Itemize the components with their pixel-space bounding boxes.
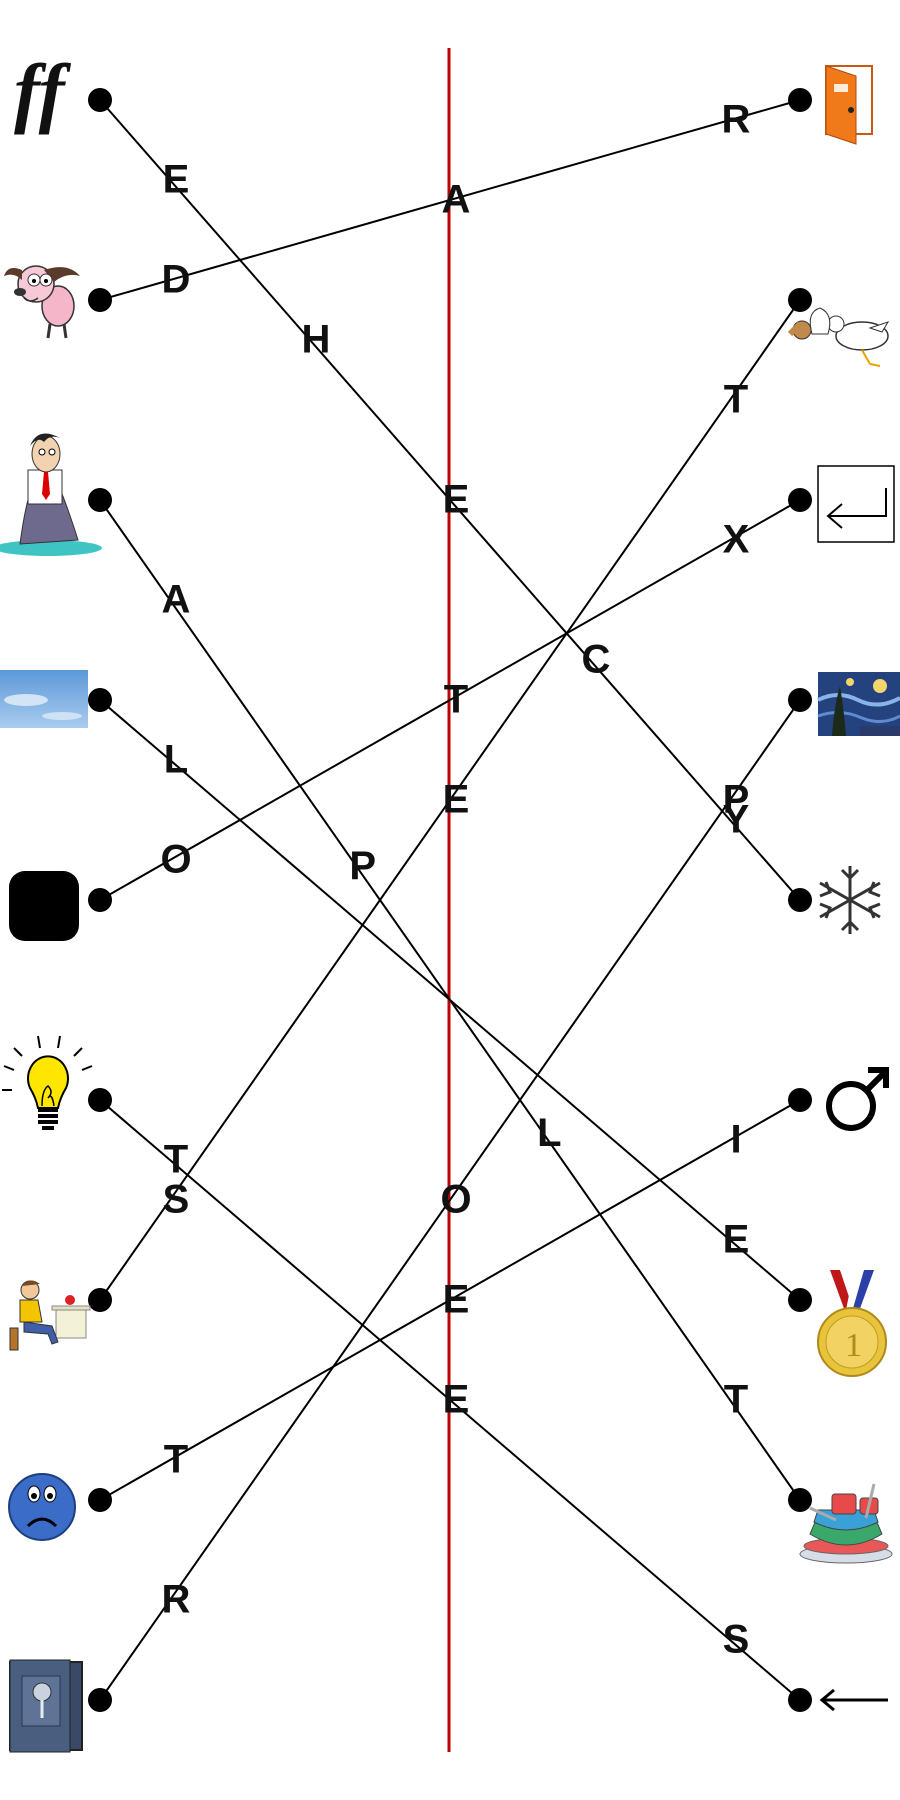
line-letter: E (443, 1278, 470, 1322)
right-dot[interactable] (788, 688, 812, 712)
line-letter: X (723, 518, 750, 562)
line-letter: L (164, 738, 188, 782)
line-letter: E (443, 1378, 470, 1422)
left-dot[interactable] (88, 288, 112, 312)
connection-line (99, 499, 801, 901)
line-letter: I (730, 1118, 741, 1162)
line-letter: A (442, 178, 471, 222)
right-dot[interactable] (788, 88, 812, 112)
connection-line (99, 699, 801, 1701)
ff-ligature-icon: ff (14, 48, 72, 135)
black-rounded-square-icon (9, 871, 79, 941)
line-letter: T (724, 1378, 748, 1422)
left-dot[interactable] (88, 88, 112, 112)
left-dot[interactable] (88, 688, 112, 712)
right-dot[interactable] (788, 1488, 812, 1512)
line-letter: D (162, 258, 191, 302)
left-dot[interactable] (88, 1088, 112, 1112)
gold-medal-icon: 1 (817, 1270, 887, 1377)
left-dot[interactable] (88, 1488, 112, 1512)
line-letter: E (723, 1218, 750, 1262)
line-letter: P (723, 778, 750, 822)
melting-man-icon (0, 433, 102, 556)
line-letter: R (162, 1578, 191, 1622)
line-letter: Y (723, 798, 750, 842)
left-dot[interactable] (88, 488, 112, 512)
sad-face-icon (8, 1473, 76, 1541)
left-arrow-icon (819, 1688, 888, 1712)
line-letter: L (537, 1111, 561, 1155)
starry-night-painting-icon (817, 672, 900, 736)
snowflake-icon (819, 866, 881, 934)
line-letter: E (443, 778, 470, 822)
line-letter: E (163, 158, 190, 202)
male-symbol-icon (826, 1067, 889, 1131)
line-letter: T (164, 1438, 188, 1482)
right-dot[interactable] (788, 1688, 812, 1712)
svg-text:ff: ff (14, 48, 72, 135)
left-dot[interactable] (88, 1688, 112, 1712)
connection-line (99, 699, 801, 1301)
right-dot[interactable] (788, 888, 812, 912)
line-letter: H (302, 318, 331, 362)
safe-vault-icon (9, 1659, 83, 1753)
orange-door-icon (825, 65, 873, 145)
line-letter: O (440, 1178, 471, 1222)
right-dot[interactable] (788, 288, 812, 312)
line-letter: A (162, 578, 191, 622)
left-dot[interactable] (88, 1288, 112, 1312)
line-letter: T (444, 678, 468, 722)
light-bulb-icon (2, 1035, 93, 1130)
line-letter: R (722, 98, 751, 142)
line-letter: T (724, 378, 748, 422)
svg-text:1: 1 (845, 1327, 862, 1364)
line-letter: C (582, 638, 611, 682)
line-letter: S (723, 1618, 750, 1662)
right-dot[interactable] (788, 1288, 812, 1312)
line-letter: P (349, 844, 376, 888)
right-dot[interactable] (788, 1088, 812, 1112)
return-key-icon (817, 465, 895, 543)
connection-line (99, 1099, 801, 1701)
connection-line (99, 299, 801, 1301)
blue-sky-icon (0, 670, 88, 728)
line-letter: O (160, 838, 191, 882)
connection-line (99, 99, 801, 901)
connection-line (99, 99, 801, 301)
man-at-desk-icon (9, 1280, 91, 1351)
cartoon-dog-icon (4, 265, 80, 339)
line-letter: T (164, 1138, 188, 1182)
line-letter: S (163, 1178, 190, 1222)
connection-line (99, 1099, 801, 1501)
dirty-dishes-icon (799, 1483, 893, 1564)
left-dot[interactable] (88, 888, 112, 912)
line-letter: E (443, 478, 470, 522)
stork-with-baby-icon (787, 307, 890, 367)
right-dot[interactable] (788, 488, 812, 512)
